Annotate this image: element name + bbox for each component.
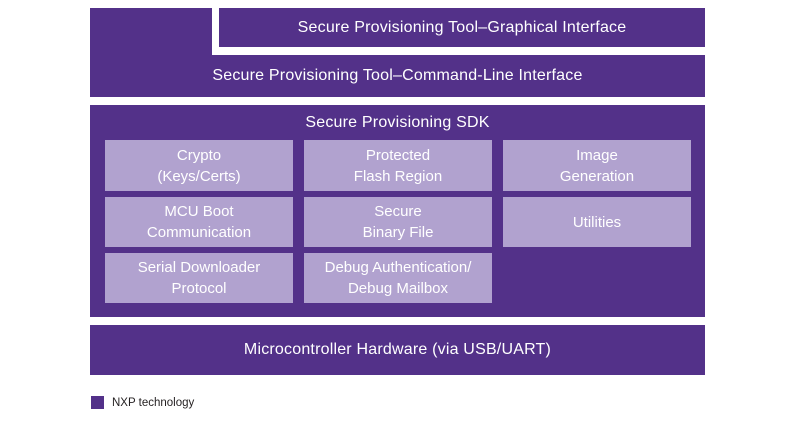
- module-label-line: MCU Boot: [164, 203, 234, 220]
- sdk-module-utilities: Utilities: [503, 197, 691, 247]
- sdk-box: Secure Provisioning SDK Crypto (Keys/Cer…: [90, 105, 705, 317]
- module-label-line: Debug Authentication/: [324, 259, 472, 276]
- sdk-module-serial-downloader-protocol: Serial Downloader Protocol: [105, 253, 293, 303]
- sdk-module-protected-flash-region: Protected Flash Region: [304, 140, 492, 191]
- microcontroller-hardware-bar: Microcontroller Hardware (via USB/UART): [90, 325, 705, 375]
- sdk-module-image-generation: Image Generation: [503, 140, 691, 191]
- sdk-module-mcu-boot-communication: MCU Boot Communication: [105, 197, 293, 247]
- legend: NXP technology: [91, 396, 194, 409]
- sdk-module-secure-binary-file: Secure Binary File: [304, 197, 492, 247]
- module-label-line: Secure: [374, 203, 422, 220]
- module-label-line: Flash Region: [353, 167, 443, 185]
- legend-label: NXP technology: [112, 396, 195, 409]
- module-label-line: Debug Mailbox: [347, 280, 449, 297]
- module-label-line: Utilities: [572, 213, 622, 231]
- sdk-module-grid: Crypto (Keys/Certs) Protected Flash Regi…: [105, 140, 691, 303]
- module-label-line: Image: [576, 146, 618, 164]
- nxp-technology-swatch-icon: [91, 396, 104, 409]
- microcontroller-hardware-label: Microcontroller Hardware (via USB/UART): [243, 341, 552, 358]
- module-label-line: Binary File: [362, 224, 434, 241]
- sdk-title: Secure Provisioning SDK: [305, 113, 490, 131]
- sdk-module-crypto: Crypto (Keys/Certs): [105, 140, 293, 191]
- module-label-line: Crypto: [176, 146, 222, 164]
- module-label-line: Protocol: [171, 280, 227, 297]
- module-label-line: Serial Downloader: [137, 259, 261, 276]
- gui-interface-label: Secure Provisioning Tool–Graphical Inter…: [297, 18, 627, 36]
- sdk-module-debug-authentication-mailbox: Debug Authentication/ Debug Mailbox: [304, 253, 492, 303]
- module-label-line: Protected: [365, 146, 431, 164]
- module-label-line: (Keys/Certs): [157, 167, 241, 185]
- module-label-line: Communication: [146, 224, 252, 241]
- gui-tab-connector-block: [90, 8, 212, 56]
- cli-interface-label: Secure Provisioning Tool–Command-Line In…: [212, 67, 583, 84]
- cli-interface-bar: Secure Provisioning Tool–Command-Line In…: [90, 55, 705, 97]
- gui-interface-bar: Secure Provisioning Tool–Graphical Inter…: [219, 8, 705, 47]
- module-label-line: Generation: [559, 167, 635, 185]
